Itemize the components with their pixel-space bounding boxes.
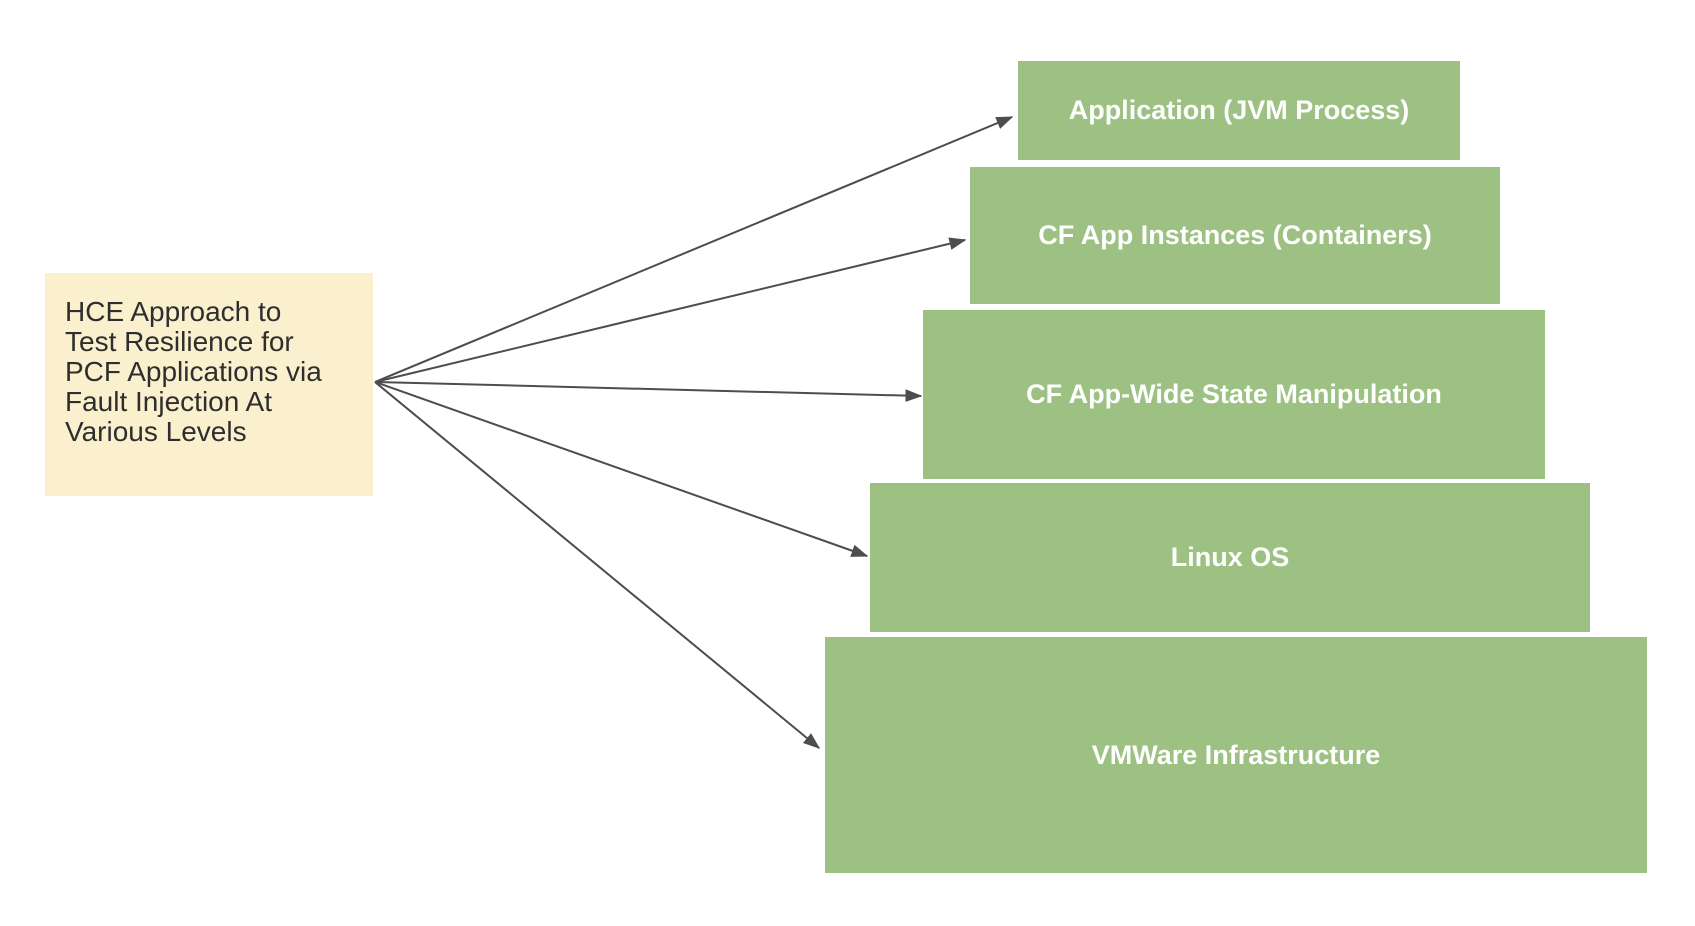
arrow-to-vmware-infra — [374, 381, 821, 749]
level-box-cf-app-wide-state: CF App-Wide State Manipulation — [923, 310, 1545, 479]
level-label: CF App Instances (Containers) — [1038, 220, 1432, 250]
level-label: Application (JVM Process) — [1068, 95, 1410, 125]
arrow-to-linux-os — [374, 381, 869, 557]
level-box-vmware-infrastructure: VMWare Infrastructure — [825, 637, 1647, 873]
level-label: Linux OS — [1170, 542, 1290, 572]
level-box-linux-os: Linux OS — [870, 483, 1590, 632]
level-label: CF App-Wide State Manipulation — [1026, 379, 1442, 409]
level-box-cf-app-instances: CF App Instances (Containers) — [970, 167, 1500, 304]
arrow-to-application — [374, 116, 1014, 383]
arrow-to-cf-app-wide — [374, 381, 923, 402]
level-box-application-jvm-process: Application (JVM Process) — [1018, 61, 1460, 160]
arrow-to-cf-instances — [374, 237, 967, 383]
source-note: HCE Approach to Test Resilience for PCF … — [45, 273, 373, 496]
level-label: VMWare Infrastructure — [1091, 739, 1381, 770]
